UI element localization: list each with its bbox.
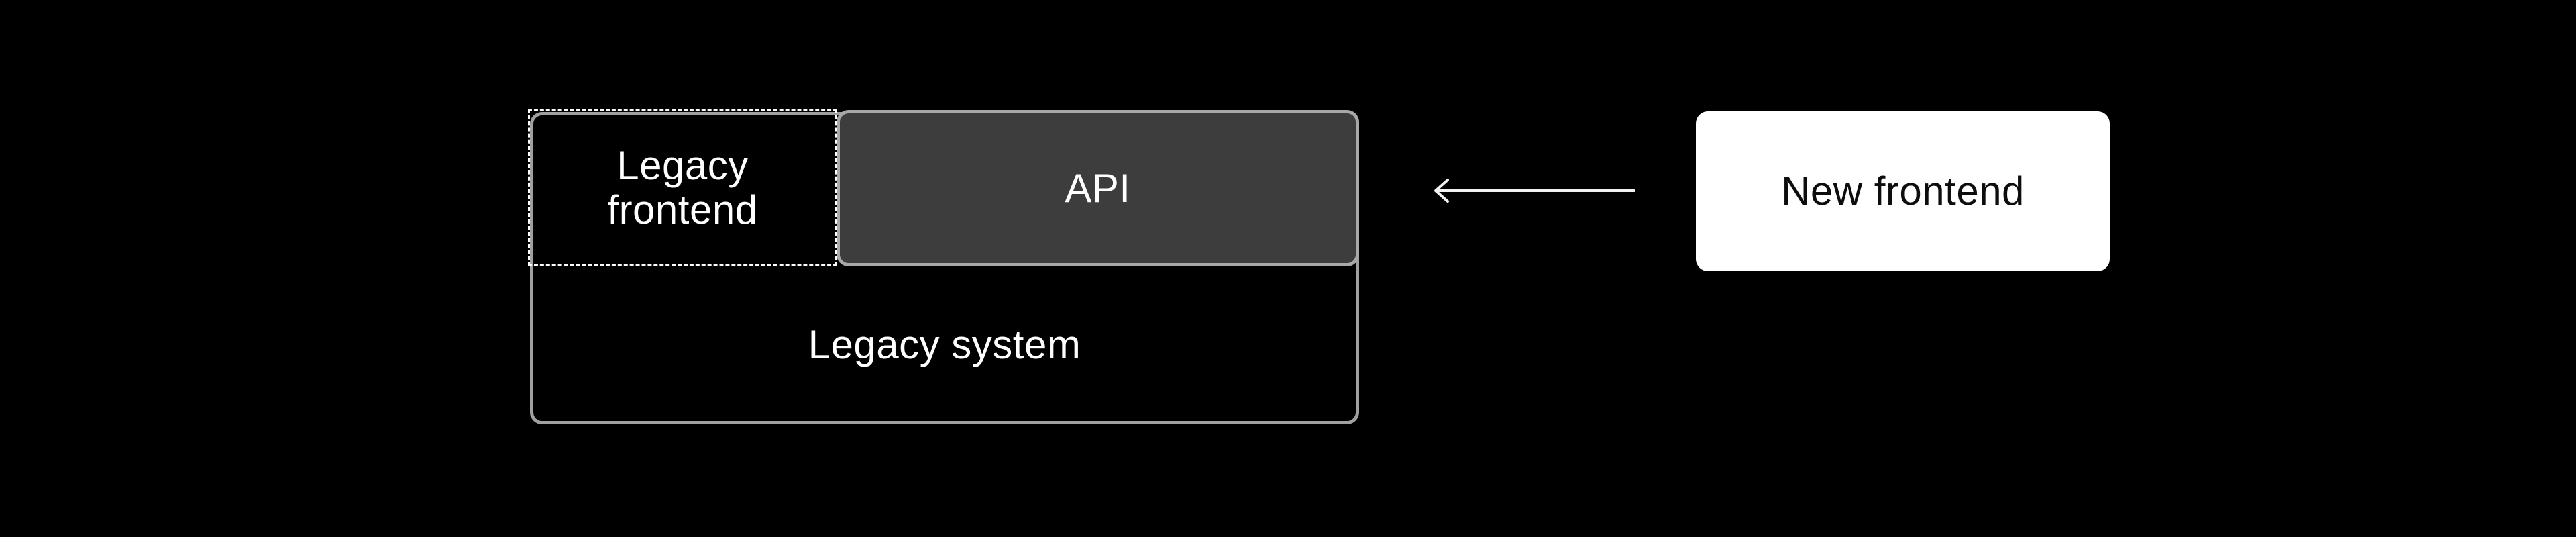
api-label: API [1065, 165, 1131, 211]
left-arrow-icon [1428, 160, 1642, 221]
legacy-frontend-label: Legacy frontend [607, 142, 758, 232]
api-box: API [837, 110, 1359, 266]
new-frontend-box: New frontend [1696, 111, 2110, 271]
legacy-system-label-wrap: Legacy system [533, 268, 1356, 421]
legacy-system-label: Legacy system [808, 322, 1081, 367]
legacy-frontend-box: Legacy frontend [528, 109, 837, 266]
new-frontend-label: New frontend [1781, 168, 2025, 213]
